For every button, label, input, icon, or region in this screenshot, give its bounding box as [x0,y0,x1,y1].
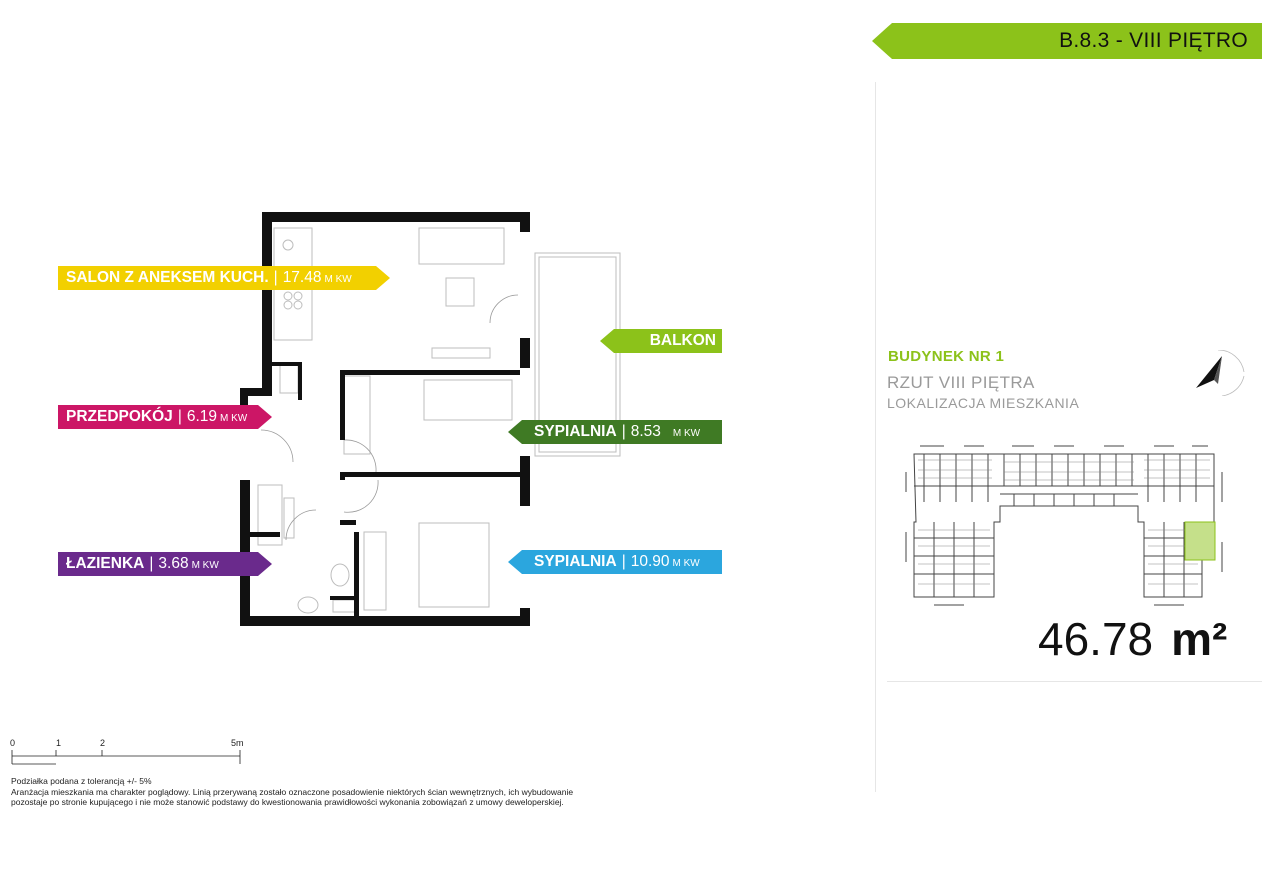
room-name: ŁAZIENKA [66,555,145,572]
tag-arrow-shape [58,266,390,290]
total-area: 46.78 m² [1038,612,1227,666]
room-name: PRZEDPOKÓJ [66,408,173,425]
separator: | [149,555,154,572]
header-arrow-shape [872,23,1262,59]
room-area: 3.68 [158,555,189,572]
room-tag-sypialnia-1: SYPIALNIA|8.53 M KW [508,420,722,444]
room-name: BALKON [649,332,716,349]
unit-header: B.8.3 - VIII PIĘTRO [872,23,1262,59]
room-unit: M KW [324,274,352,285]
separator: | [177,408,182,425]
tolerance-note: Podziałka podana z tolerancją +/- 5% [11,776,152,786]
panel-divider-vertical [875,82,876,792]
room-unit: M KW [191,560,219,571]
panel-divider-horizontal [887,681,1262,682]
floor-plan-label: RZUT VIII PIĘTRA [887,373,1035,392]
room-unit: M KW [672,428,701,439]
tag-arrow-shape [600,329,722,353]
total-area-value: 46.78 [1038,613,1154,665]
room-area: 10.90 [630,553,670,570]
unit-label: B.8.3 - VIII PIĘTRO [1059,29,1248,52]
disclaimer-notes: Podziałka podana z tolerancją +/- 5% Ara… [11,776,671,808]
location-label: LOKALIZACJA MIESZKANIA [887,395,1080,411]
separator: | [621,553,626,570]
room-unit: M KW [220,413,248,424]
room-name: SYPIALNIA [534,553,617,570]
room-unit: M KW [672,558,700,569]
tag-arrow-shape [508,550,722,574]
room-tag-balkon: BALKON [600,329,722,353]
disclaimer-line: pozostaje po stronie kupującego i nie mo… [11,797,564,807]
scale-label: 1 [56,738,62,748]
disclaimer-line: Aranżacja mieszkania ma charakter pogląd… [11,786,574,797]
room-name: SALON Z ANEKSEM KUCH. [66,269,269,286]
room-area: 17.48 [282,269,322,286]
scale-label: 5m [231,738,244,748]
scale-label: 0 [10,738,16,748]
tag-arrow-shape [508,420,722,444]
scale-bar-lines [11,750,241,765]
separator: | [273,269,278,286]
room-area: 6.19 [186,408,218,425]
tag-arrow-shape [58,552,272,576]
tag-arrow-shape [58,405,272,429]
room-name: SYPIALNIA [534,423,617,440]
building-title: BUDYNEK NR 1 [888,348,1005,365]
apartment-location-highlight [1184,521,1216,561]
building-key-plan [905,445,1223,606]
separator: | [621,423,626,440]
north-arrow-icon [1196,350,1245,396]
scale-bar: 0 1 2 5m [10,738,270,768]
scale-label: 2 [100,738,106,748]
total-area-unit: m² [1171,613,1228,665]
room-area: 8.53 [630,423,661,440]
